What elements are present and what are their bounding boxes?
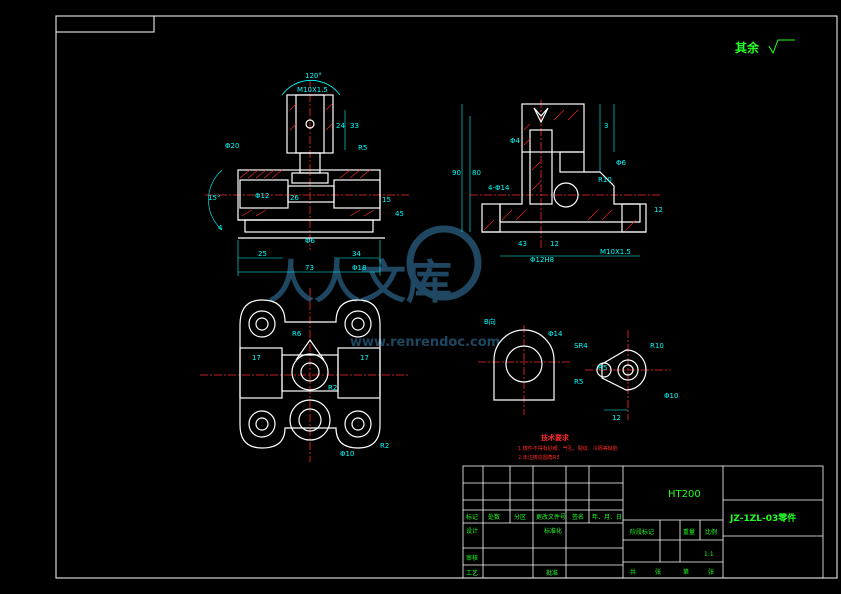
front-dim-phi20: Φ20 (225, 142, 239, 150)
side-dim-phi6: Φ6 (616, 159, 627, 167)
side-dim-12: 12 (550, 240, 559, 248)
detail-b-dim-r5b: R5 (574, 378, 583, 386)
side-dim-80: 80 (472, 169, 481, 177)
tb-review: 审核 (466, 554, 478, 562)
front-dim-r: R5 (358, 144, 367, 152)
tb-drawing-title: JZ-1ZL-03零件 (729, 512, 796, 524)
front-dim-phi12: Φ12 (255, 192, 269, 200)
title-block: 标记 处数 分区 更改文件号 签名 年、月、日 设计 标准化 审核 工艺 批准 … (462, 465, 824, 579)
side-dim-90: 90 (452, 169, 461, 177)
tb-standard: 标准化 (544, 527, 562, 535)
side-dim-phi12h8: Φ12H8 (530, 256, 554, 264)
tb-sheets-0: 共 (630, 568, 636, 576)
tb-row1-2: 分区 (514, 513, 526, 521)
tech-requirements: 技术要求 1.铸件不得有砂眼、气孔、裂纹、冷隔等缺陷 2.未注铸造圆角R3 (518, 433, 618, 461)
side-dim-43: 43 (518, 240, 527, 248)
tb-weight: 重量 (683, 528, 695, 536)
front-dim-73: 73 (305, 264, 314, 272)
tb-row1-0: 标记 (466, 513, 478, 521)
tb-approve: 批准 (546, 569, 558, 577)
tb-stage: 阶段标记 (630, 528, 654, 536)
surface-roughness-note: 其余 (735, 40, 760, 55)
detail-b-dim-r10: R10 (650, 342, 664, 350)
detail-b-dim-12: 12 (612, 414, 621, 422)
detail-view-b: SR4 R5 R10 Φ10 R5 12 (574, 330, 678, 422)
front-dim-15deg: 15° (208, 194, 220, 202)
tb-sheets-1: 张 (655, 568, 661, 576)
detail-a-label: B向 (484, 317, 496, 326)
front-dim-26: 26 (290, 194, 299, 202)
side-dim-r10: R10 (598, 176, 612, 184)
front-dim-phi6: Φ6 (305, 237, 316, 245)
front-dim-angle: 120° (305, 72, 322, 80)
tech-req-line-2: 2.未注铸造圆角R3 (518, 454, 559, 461)
top-dim-17b: 17 (360, 354, 369, 362)
tb-process: 工艺 (466, 569, 478, 577)
tb-material: HT200 (668, 489, 701, 500)
side-view: 90 Φ4 3 Φ6 80 4-Φ14 43 12 Φ12H8 M10X1.5 … (452, 100, 663, 264)
watermark-url: www.renrendoc.com (350, 335, 500, 350)
top-dim-r6: R6 (292, 330, 302, 338)
front-dim-25: 25 (258, 250, 267, 258)
front-dim-45: 45 (395, 210, 404, 218)
detail-b-dim-sr4: SR4 (574, 342, 588, 350)
front-dim-thread: M10X1.5 (297, 86, 328, 94)
tb-sheets-2: 第 (683, 568, 689, 576)
tech-req-line-1: 1.铸件不得有砂眼、气孔、裂纹、冷隔等缺陷 (518, 445, 618, 452)
detail-view-a: Φ14 B向 (478, 317, 570, 415)
side-dim-12b: 12 (654, 206, 663, 214)
top-dim-r2b: R2 (380, 442, 389, 450)
roughness-symbol-icon (768, 39, 795, 55)
front-view: 120° M10X1.5 24 33 R5 Φ20 Φ12 26 15 45 Φ… (205, 72, 410, 276)
front-dim-phi18: Φ18 (352, 264, 366, 272)
front-dim-4: 4 (218, 224, 223, 232)
tb-sheets-3: 张 (708, 568, 714, 576)
tb-row1-4: 签名 (572, 513, 584, 521)
sheet-border (55, 15, 838, 579)
top-dim-17a: 17 (252, 354, 261, 362)
tb-scale: 1:1 (704, 551, 714, 558)
tb-design: 设计 (466, 527, 478, 535)
side-dim-3: 3 (604, 122, 608, 130)
detail-b-dim-phi10: Φ10 (664, 392, 678, 400)
tb-ratio: 比例 (705, 528, 717, 536)
side-dim-phi4: Φ4 (510, 137, 521, 145)
tb-row1-5: 年、月、日 (592, 513, 622, 521)
detail-b-dim-r5: R5 (598, 364, 607, 372)
front-dim-34: 34 (352, 250, 361, 258)
tb-row1-1: 处数 (488, 513, 500, 521)
tb-row1-3: 更改文件号 (536, 513, 566, 521)
watermark: 人人文库 www.renrendoc.com (268, 225, 500, 350)
front-dim-24: 24 (336, 122, 345, 130)
top-dim-phi10: Φ10 (340, 450, 354, 458)
front-dim-33: 33 (350, 122, 359, 130)
side-dim-thread: M10X1.5 (600, 248, 631, 256)
side-dim-4phi14: 4-Φ14 (488, 184, 510, 192)
front-dim-15: 15 (382, 196, 391, 204)
detail-a-dim-phi14: Φ14 (548, 330, 563, 338)
tech-req-title: 技术要求 (541, 433, 570, 442)
top-dim-r2: R2 (328, 384, 337, 392)
top-view: R6 17 17 R2 Φ10 R2 (200, 288, 410, 462)
